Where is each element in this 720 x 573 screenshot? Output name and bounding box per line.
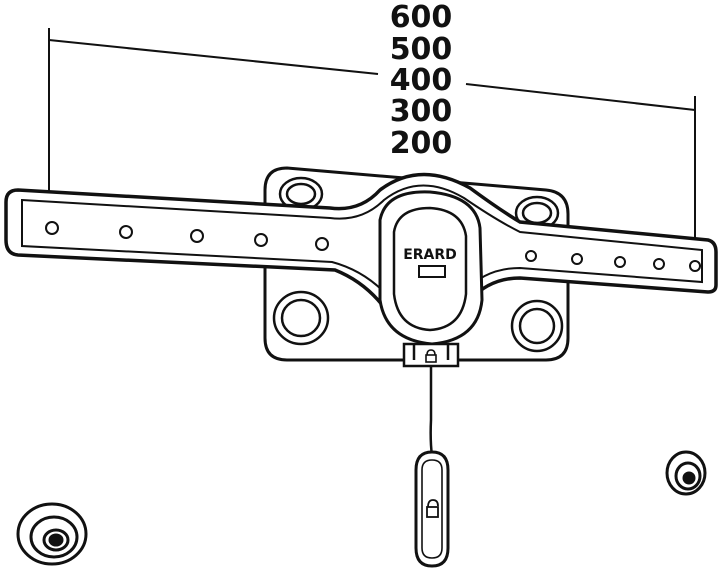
arm-hole (689, 260, 701, 272)
arm-hole (525, 250, 537, 262)
round-spacer (665, 450, 707, 496)
vesa-size-label: 300 (390, 94, 453, 129)
safety-cord (429, 366, 434, 457)
round-spacer (16, 502, 88, 566)
vesa-size-label: 400 (390, 63, 453, 98)
vesa-size-label: 600 (390, 0, 453, 35)
arm-hole (571, 253, 583, 265)
arm-hole (614, 256, 626, 268)
arm-hole (190, 229, 204, 243)
arm-hole (119, 225, 133, 239)
arm-hole (315, 237, 329, 251)
brand-logo: ERARD (403, 247, 457, 263)
vesa-size-label: 500 (390, 32, 453, 67)
vesa-size-label: 200 (390, 126, 453, 161)
arm-hole (45, 221, 59, 235)
arm-hole (254, 233, 268, 247)
lock-icon (426, 499, 439, 518)
arm-hole (653, 258, 665, 270)
brand-plate (418, 265, 446, 278)
arm-holes (45, 221, 701, 272)
vesa-size-labels: 600 500 400 300 200 (390, 0, 453, 161)
lock-icon (425, 349, 437, 363)
